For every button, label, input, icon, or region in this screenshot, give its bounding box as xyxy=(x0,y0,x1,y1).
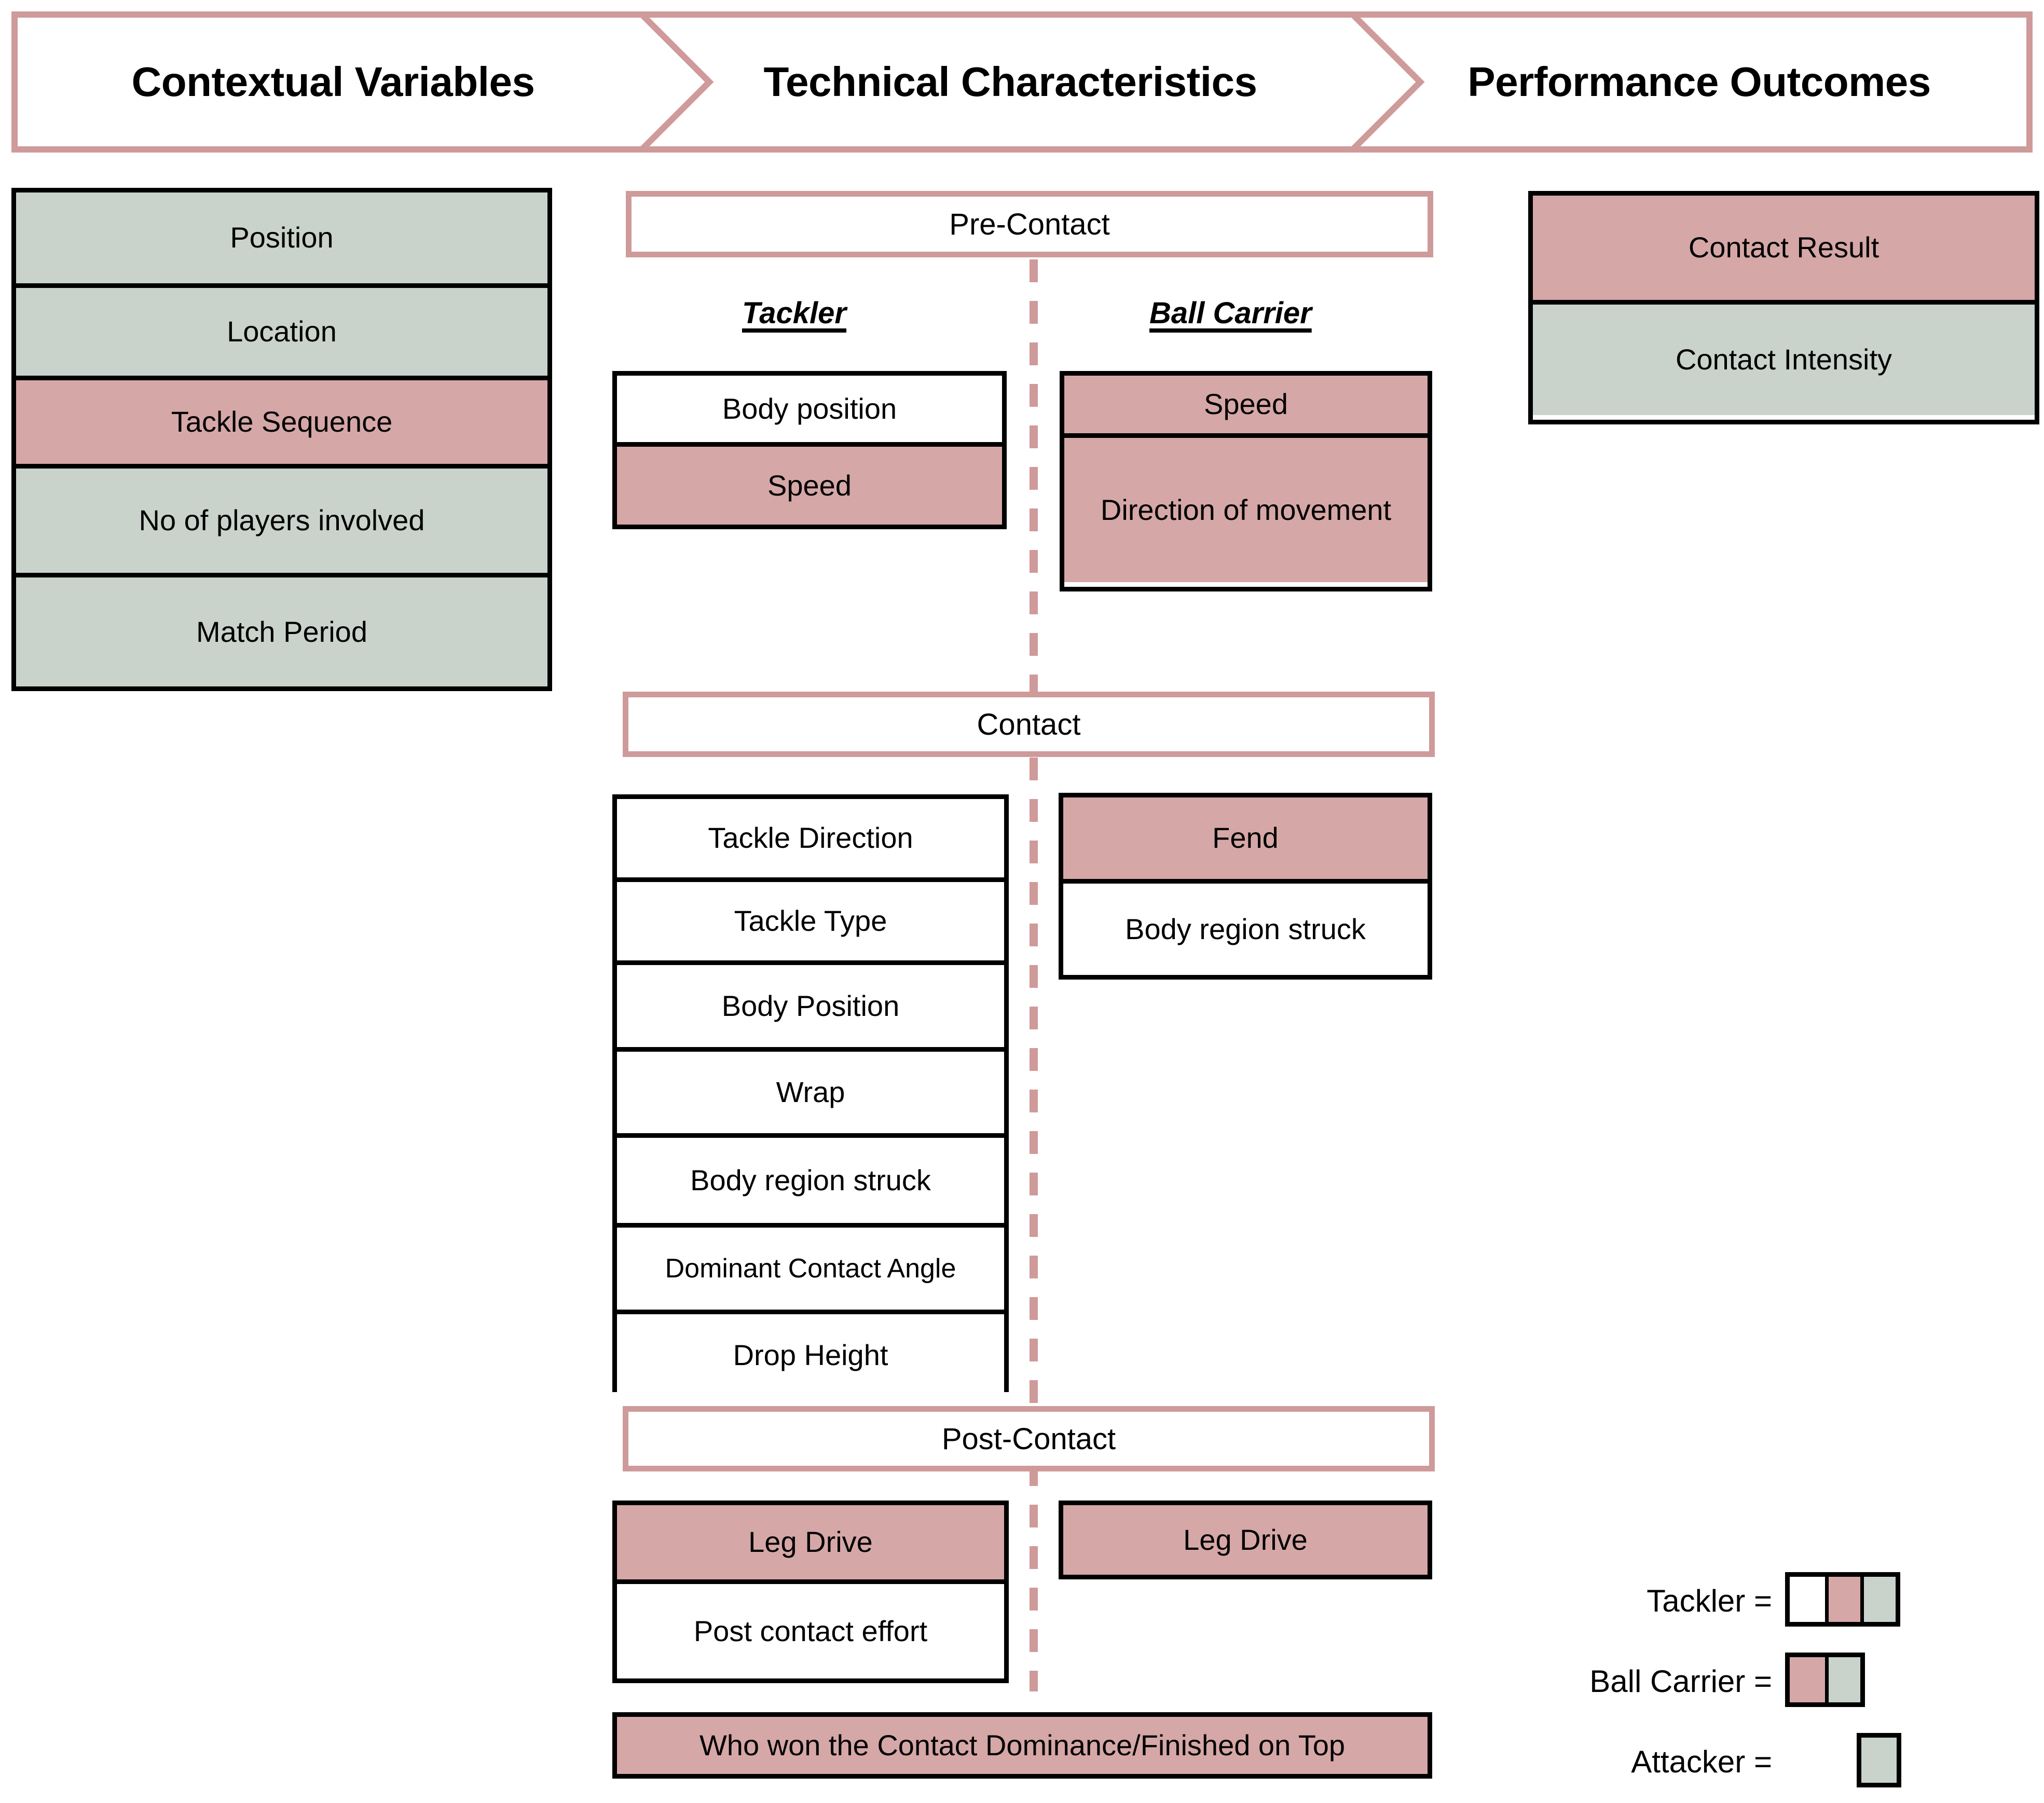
pre-contact-tackler-group: Body position Speed xyxy=(612,371,1007,529)
phase-header-post-contact-label: Post-Contact xyxy=(628,1412,1429,1466)
pre-contact-ball-carrier-group: Speed Direction of movement xyxy=(1060,371,1432,591)
swatch-rose xyxy=(1825,1577,1860,1622)
performance-outcomes-group: Contact Result Contact Intensity xyxy=(1528,191,2039,424)
list-item[interactable]: Contact Intensity xyxy=(1533,305,2035,415)
swatch-green xyxy=(1860,1577,1896,1622)
legend-row-ball-carrier: Ball Carrier = xyxy=(1549,1653,2037,1710)
list-item[interactable]: Contact Result xyxy=(1533,196,2035,305)
post-contact-ball-carrier-group: Leg Drive xyxy=(1059,1501,1432,1579)
legend-label-ball-carrier: Ball Carrier = xyxy=(1589,1663,1772,1699)
list-item[interactable]: Leg Drive xyxy=(617,1505,1004,1584)
list-item[interactable]: Speed xyxy=(1064,376,1428,438)
legend-swatch-tackler xyxy=(1785,1572,1900,1627)
phase-header-pre-contact: Pre-Contact xyxy=(626,191,1433,257)
swatch-green xyxy=(1861,1738,1897,1783)
list-item[interactable]: Speed xyxy=(617,447,1002,525)
list-item[interactable]: Dominant Contact Angle xyxy=(617,1228,1004,1314)
chevron-banner-shape xyxy=(11,11,2033,153)
phase-header-contact-label: Contact xyxy=(628,697,1429,751)
list-item[interactable]: Drop Height xyxy=(617,1314,1004,1397)
stage-title-contextual-variables: Contextual Variables xyxy=(131,59,535,105)
list-item[interactable]: Fend xyxy=(1063,797,1428,884)
phase-header-post-contact: Post-Contact xyxy=(623,1406,1435,1471)
phase-header-pre-contact-label: Pre-Contact xyxy=(632,197,1428,252)
actor-caption-tackler: Tackler xyxy=(742,296,846,330)
legend-label-tackler: Tackler = xyxy=(1647,1583,1772,1618)
list-item[interactable]: Leg Drive xyxy=(1063,1505,1428,1575)
list-item[interactable]: Body region struck xyxy=(617,1138,1004,1228)
stage-title-technical-characteristics: Technical Characteristics xyxy=(763,59,1257,105)
phase-header-contact: Contact xyxy=(623,692,1435,757)
list-item[interactable]: Tackle Direction xyxy=(617,799,1004,882)
contact-tackler-group: Tackle Direction Tackle Type Body Positi… xyxy=(612,794,1009,1397)
legend-label-attacker: Attacker = xyxy=(1631,1744,1772,1779)
swatch-white xyxy=(1790,1577,1825,1622)
stage-title-performance-outcomes: Performance Outcomes xyxy=(1467,59,1931,105)
legend-row-tackler: Tackler = xyxy=(1549,1572,2037,1629)
legend: Tackler = Ball Carrier = Attacker = xyxy=(1549,1557,2037,1787)
post-contact-tackler-group: Leg Drive Post contact effort xyxy=(612,1501,1009,1683)
swatch-rose xyxy=(1790,1657,1825,1702)
list-item[interactable]: Location xyxy=(16,288,547,380)
list-item[interactable]: Post contact effort xyxy=(617,1584,1004,1678)
list-item[interactable]: Tackle Sequence xyxy=(16,380,547,469)
contact-ball-carrier-group: Fend Body region struck xyxy=(1059,793,1432,980)
contact-dominance-item[interactable]: Who won the Contact Dominance/Finished o… xyxy=(617,1717,1428,1774)
list-item[interactable]: Direction of movement xyxy=(1064,438,1428,582)
list-item[interactable]: Match Period xyxy=(16,577,547,686)
stage-banner: Contextual Variables Technical Character… xyxy=(11,11,2033,153)
legend-row-attacker: Attacker = xyxy=(1549,1733,2037,1790)
contact-dominance-group: Who won the Contact Dominance/Finished o… xyxy=(612,1712,1432,1779)
tackler-ballcarrier-divider xyxy=(1030,259,1038,1691)
list-item[interactable]: Wrap xyxy=(617,1052,1004,1138)
contextual-variables-group: Position Location Tackle Sequence No of … xyxy=(11,188,552,691)
legend-swatch-ball-carrier xyxy=(1785,1653,1865,1707)
list-item[interactable]: Body position xyxy=(617,376,1002,447)
list-item[interactable]: Body Position xyxy=(617,965,1004,1052)
list-item[interactable]: Body region struck xyxy=(1063,884,1428,975)
list-item[interactable]: No of players involved xyxy=(16,469,547,577)
swatch-green xyxy=(1825,1657,1860,1702)
legend-swatch-attacker xyxy=(1857,1733,1901,1787)
list-item[interactable]: Tackle Type xyxy=(617,882,1004,965)
list-item[interactable]: Position xyxy=(16,192,547,288)
chevron-segment-3 xyxy=(1345,11,2033,153)
actor-caption-ball-carrier: Ball Carrier xyxy=(1149,296,1312,330)
